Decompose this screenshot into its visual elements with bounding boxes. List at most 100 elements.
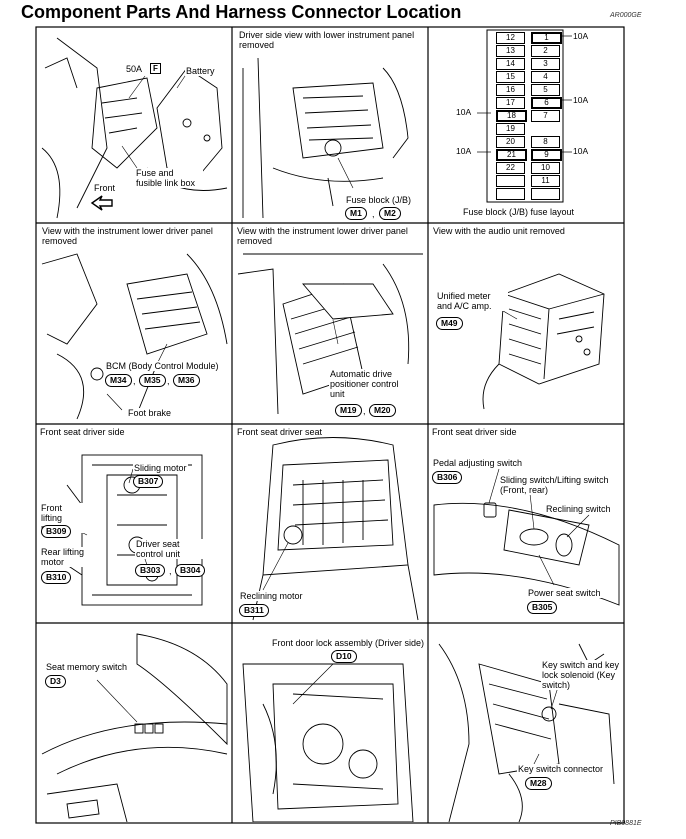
fuse-1: 1 — [531, 32, 562, 44]
label-reclining-switch: Reclining switch — [545, 504, 612, 514]
panel-unified-meter: View with the audio unit removed Unified… — [429, 224, 623, 423]
separator: , — [133, 376, 136, 386]
connector-m19: M19 — [335, 404, 362, 417]
connector-d3: D3 — [45, 675, 66, 688]
label-door-lock-assembly: Front door lock assembly (Driver side) — [271, 638, 426, 648]
panel-fuse-block: Driver side view with lower instrument p… — [233, 28, 427, 222]
fuse-5: 5 — [531, 84, 560, 96]
connector-m49: M49 — [436, 317, 463, 330]
connector-b310: B310 — [41, 571, 72, 584]
fuse-3: 3 — [531, 58, 560, 70]
connector-b306: B306 — [432, 471, 463, 484]
amp-label: 10A — [456, 146, 472, 156]
panel-caption: Fuse block (J/B) fuse layout — [463, 207, 575, 217]
panel-bcm: View with the instrument lower driver pa… — [37, 224, 231, 423]
fuse-slot-empty — [496, 175, 525, 187]
fuse-14: 14 — [496, 58, 525, 70]
fuse-block-sketch — [242, 57, 409, 219]
fuse-10: 10 — [531, 162, 560, 174]
connector-m28: M28 — [525, 777, 552, 790]
label-unified-meter: Unified meter and A/C amp. — [436, 291, 508, 311]
fuse-19: 19 — [496, 123, 525, 135]
separator: , — [167, 376, 170, 386]
fuse-7: 7 — [531, 110, 560, 122]
panel-seat-motors: Front seat driver side Sliding motor B30… — [37, 425, 231, 622]
label-sliding-lifting-switch: Sliding switch/Lifting switch (Front, re… — [499, 475, 623, 495]
seat-side-switch-sketch — [433, 468, 620, 606]
panel-seat-memory-switch: Seat memory switch D3 — [37, 624, 231, 822]
meter-unit-sketch — [482, 273, 605, 410]
label-foot-brake: Foot brake — [127, 408, 173, 418]
fuse-15: 15 — [496, 71, 525, 83]
panel-caption: Driver side view with lower instrument p… — [239, 30, 424, 50]
connector-b307: B307 — [133, 475, 164, 488]
connector-b303: B303 — [135, 564, 166, 577]
fusible-link-mark: F — [150, 63, 161, 74]
fuse-22: 22 — [496, 162, 525, 174]
panel-caption: View with the instrument lower driver pa… — [42, 226, 227, 246]
connector-m35: M35 — [139, 374, 166, 387]
panel-reclining-motor: Front seat driver seat Reclining motor B… — [233, 425, 427, 622]
label-fuse-link-box: Fuse and fusible link box — [135, 168, 203, 188]
door-trim-sketch — [41, 633, 228, 822]
figure-code-top: AR000GE — [610, 12, 642, 19]
separator: , — [372, 209, 375, 219]
fuse-18: 18 — [496, 110, 527, 122]
connector-m2: M2 — [379, 207, 401, 220]
amp-label: 10A — [456, 107, 472, 117]
engine-bay-sketch — [41, 37, 228, 219]
label-power-seat-switch: Power seat switch — [527, 588, 602, 598]
label-front: Front — [93, 183, 117, 193]
connector-b311: B311 — [239, 604, 269, 617]
panel-adp-control-unit: View with the instrument lower driver pa… — [233, 224, 427, 423]
label-bcm: BCM (Body Control Module) — [105, 361, 220, 371]
fuse-17: 17 — [496, 97, 525, 109]
figure-code-bottom: PIB0881E — [610, 820, 642, 827]
panel-caption: Front seat driver side — [432, 427, 517, 437]
label-key-switch-connector: Key switch connector — [517, 764, 605, 774]
fuse-slot-blank — [531, 123, 558, 133]
connector-m34: M34 — [105, 374, 132, 387]
fuse-9: 9 — [531, 149, 562, 161]
adp-sketch — [237, 253, 423, 415]
panel-seat-switches: Front seat driver side Pedal adjusting s… — [429, 425, 623, 622]
fuse-16: 16 — [496, 84, 525, 96]
panel-caption: Front seat driver seat — [237, 427, 323, 437]
fuse-11: 11 — [531, 175, 560, 187]
fuse-13: 13 — [496, 45, 525, 57]
fuse-8: 8 — [531, 136, 560, 148]
fuse-slot-empty — [496, 188, 525, 200]
connector-m20: M20 — [369, 404, 396, 417]
label-pedal-adjusting-switch: Pedal adjusting switch — [432, 458, 524, 468]
connector-b305: B305 — [527, 601, 558, 614]
separator: , — [363, 406, 366, 416]
steering-column-sketch — [438, 643, 615, 822]
fuse-12: 12 — [496, 32, 525, 44]
fuse-6: 6 — [531, 97, 562, 109]
separator: , — [169, 566, 172, 576]
panel-fuse-link-box: 50A F Battery Fuse and fusible link box … — [37, 28, 231, 222]
front-arrow-icon — [90, 195, 113, 211]
page-title: Component Parts And Harness Connector Lo… — [21, 2, 462, 22]
panel-fuse-layout: 12 13 14 15 16 17 18 19 20 21 22 1 2 3 4… — [429, 28, 623, 222]
label-adp-control-unit: Automatic drive positioner control unit — [329, 369, 411, 399]
bcm-sketch — [41, 253, 228, 420]
connector-b309: B309 — [41, 525, 72, 538]
panel-caption: Front seat driver side — [40, 427, 125, 437]
amp-label: 10A — [573, 31, 589, 41]
panel-key-switch: Key switch and key lock solenoid (Key sw… — [429, 624, 623, 822]
label-rear-lifting-motor: Rear lifting motor — [40, 547, 92, 567]
panel-caption: View with the instrument lower driver pa… — [237, 226, 422, 246]
label-seat-memory-switch: Seat memory switch — [45, 662, 129, 672]
label-sliding-motor: Sliding motor — [133, 463, 188, 473]
panel-door-lock-assembly: Front door lock assembly (Driver side) D… — [233, 624, 427, 822]
connector-m1: M1 — [345, 207, 367, 220]
amp-label: 10A — [573, 95, 589, 105]
fuse-20: 20 — [496, 136, 525, 148]
fuse-21: 21 — [496, 149, 527, 161]
fuse-slot-empty — [531, 188, 560, 200]
label-fuse-block: Fuse block (J/B) — [345, 195, 413, 205]
connector-d10: D10 — [331, 650, 357, 663]
door-panel-sketch — [242, 663, 414, 822]
